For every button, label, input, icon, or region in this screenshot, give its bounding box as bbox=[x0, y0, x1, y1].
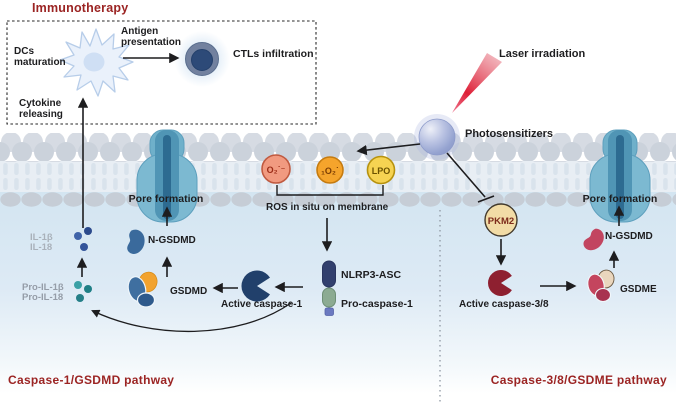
caspase1-pathway-title: Caspase-1/GSDMD pathway bbox=[8, 373, 175, 387]
pro-il-1b-label: Pro-IL-1β bbox=[22, 282, 64, 293]
arrow-ps-to-ros bbox=[356, 143, 421, 156]
dcs-line1: DCs bbox=[14, 46, 35, 57]
cytokine-line2: releasing bbox=[19, 109, 63, 120]
pro-il-dots bbox=[74, 281, 92, 302]
dcs-line2: maturation bbox=[14, 57, 66, 68]
n-gsdmd-right-label: N-GSDMD bbox=[605, 231, 653, 242]
active-caspase-3-8-icon bbox=[488, 270, 512, 296]
il-18-label: IL-18 bbox=[30, 242, 53, 254]
pore-formation-right-label: Pore formation bbox=[582, 193, 658, 205]
laser-irradiation-label: Laser irradiation bbox=[499, 48, 586, 60]
ctl-cell-icon bbox=[174, 31, 230, 87]
gsdmd-label: GSDMD bbox=[170, 286, 208, 297]
cytokine-line1: Cytokine bbox=[19, 98, 62, 109]
antigen-presentation-label: Antigen presentation bbox=[121, 26, 181, 48]
immunotherapy-box bbox=[6, 20, 317, 125]
il-1b-label: IL-1β bbox=[30, 232, 53, 243]
pro-il-label: Pro-IL-1β Pro-IL-18 bbox=[22, 282, 64, 304]
ros-o2-label: O₂˙⁻ bbox=[267, 165, 286, 175]
ros-lpo-label: LPO bbox=[372, 166, 391, 176]
antigen-line1: Antigen bbox=[121, 26, 159, 37]
cytokine-releasing-label: Cytokine releasing bbox=[19, 98, 63, 120]
gsdme-complex-icon bbox=[587, 269, 615, 303]
inhibit-bar bbox=[477, 195, 495, 203]
il-dots bbox=[74, 227, 92, 251]
nlrp3-asc-complex-icon bbox=[322, 260, 336, 316]
laser-beam-icon bbox=[452, 53, 502, 113]
n-gsdmd-left-label: N-GSDMD bbox=[148, 235, 196, 246]
arrow-caspase1-to-proil bbox=[91, 302, 292, 333]
il-label: IL-1β IL-18 bbox=[30, 232, 53, 254]
dcs-maturation-label: DCs maturation bbox=[14, 46, 66, 68]
active-caspase-3-8-label: Active caspase-3/8 bbox=[459, 299, 549, 310]
arrows bbox=[76, 52, 625, 333]
ros-singlet-o2-label: ₁O₂˙ bbox=[321, 166, 339, 176]
inhibit-ps-to-pkm2 bbox=[446, 152, 486, 198]
active-caspase-1-icon bbox=[241, 270, 270, 302]
photosensitizers-label: Photosensitizers bbox=[465, 128, 554, 140]
ros-singlet-o2-circle bbox=[316, 156, 344, 184]
photosensitizer-sphere bbox=[414, 114, 460, 160]
active-caspase-1-label: Active caspase-1 bbox=[221, 299, 303, 310]
pkm2-circle bbox=[484, 203, 518, 237]
ctls-infiltration-label: CTLs infiltration bbox=[233, 48, 314, 60]
pore-formation-left-label: Pore formation bbox=[128, 193, 204, 205]
pro-caspase-1-label: Pro-caspase-1 bbox=[341, 298, 413, 310]
gsdmd-complex-icon bbox=[127, 271, 158, 308]
pkm2-label: PKM2 bbox=[488, 216, 514, 227]
ros-species-icons: O₂˙⁻ ₁O₂˙ LPO bbox=[261, 154, 396, 185]
cell-interior bbox=[0, 190, 676, 409]
ros-o2-circle bbox=[261, 154, 291, 184]
ros-caption: ROS in situ on membrane bbox=[266, 202, 389, 213]
ros-bracket bbox=[276, 185, 384, 196]
nlrp3-asc-label: NLRP3-ASC bbox=[341, 269, 402, 281]
gsdme-label: GSDME bbox=[620, 284, 657, 295]
dendritic-cell-icon bbox=[59, 28, 134, 97]
antigen-line2: presentation bbox=[121, 37, 182, 48]
figure-title: Immunotherapy bbox=[32, 1, 129, 15]
pro-il-18-label: Pro-IL-18 bbox=[22, 292, 64, 304]
ros-lpo-circle bbox=[366, 155, 396, 185]
caspase38-pathway-title: Caspase-3/8/GSDME pathway bbox=[490, 373, 667, 387]
